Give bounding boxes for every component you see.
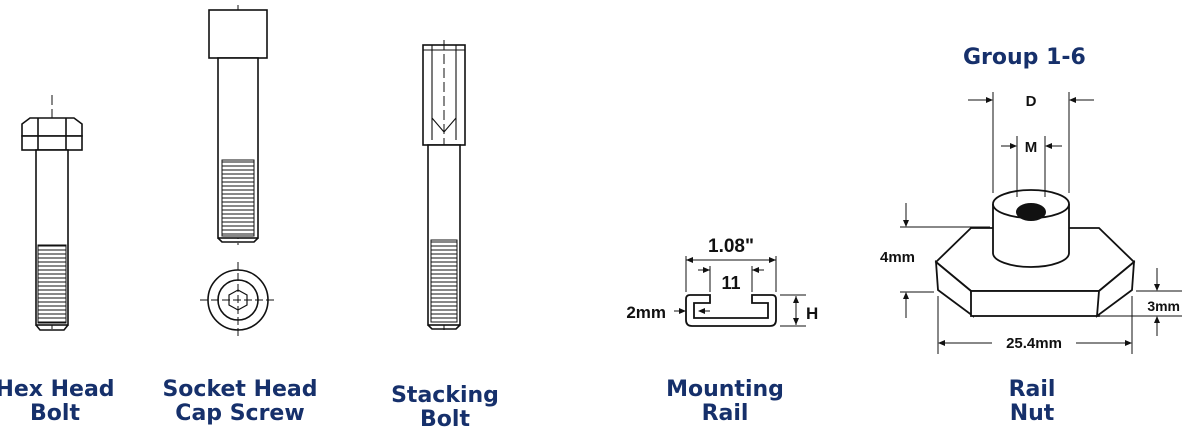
rail-opening-label: 11 xyxy=(721,273,740,293)
caption-line: Rail xyxy=(701,401,749,426)
nut-base-width-label: 25.4mm xyxy=(1006,335,1062,352)
caption-line: Bolt xyxy=(420,407,470,432)
caption-line: Bolt xyxy=(30,401,80,426)
caption-socket-head-cap-screw: Socket Head Cap Screw xyxy=(140,378,340,426)
caption-line: Hex Head xyxy=(0,377,115,402)
group-title: Group 1-6 xyxy=(963,45,1086,70)
rail-height-label: H xyxy=(806,304,818,323)
nut-outer-diameter-label: D xyxy=(1026,93,1037,110)
nut-thread-label: M xyxy=(1025,139,1038,156)
caption-line: Nut xyxy=(1009,401,1055,426)
rail-thickness-label: 2mm xyxy=(626,303,666,322)
mounting-rail-drawing xyxy=(674,256,806,327)
nut-base-thickness-label: 3mm xyxy=(1147,298,1180,314)
rail-nut-dimensions xyxy=(900,92,1182,354)
caption-line: Cap Screw xyxy=(175,401,305,426)
caption-mounting-rail: Mounting Rail xyxy=(625,378,825,426)
caption-hex-head-bolt: Hex Head Bolt xyxy=(0,378,155,426)
rail-nut-drawing xyxy=(934,189,1136,318)
caption-line: Socket Head xyxy=(162,377,318,402)
caption-line: Stacking xyxy=(391,383,499,408)
nut-boss-height-label: 4mm xyxy=(880,249,915,266)
rail-width-label: 1.08" xyxy=(708,236,754,257)
caption-line: Rail xyxy=(1008,377,1056,402)
caption-rail-nut: Rail Nut xyxy=(932,378,1132,426)
stacking-bolt-drawing xyxy=(422,40,466,330)
caption-line: Mounting xyxy=(666,377,784,402)
caption-stacking-bolt: Stacking Bolt xyxy=(345,384,545,432)
socket-head-cap-screw-drawing xyxy=(200,5,276,338)
hex-head-bolt-drawing xyxy=(21,95,83,331)
